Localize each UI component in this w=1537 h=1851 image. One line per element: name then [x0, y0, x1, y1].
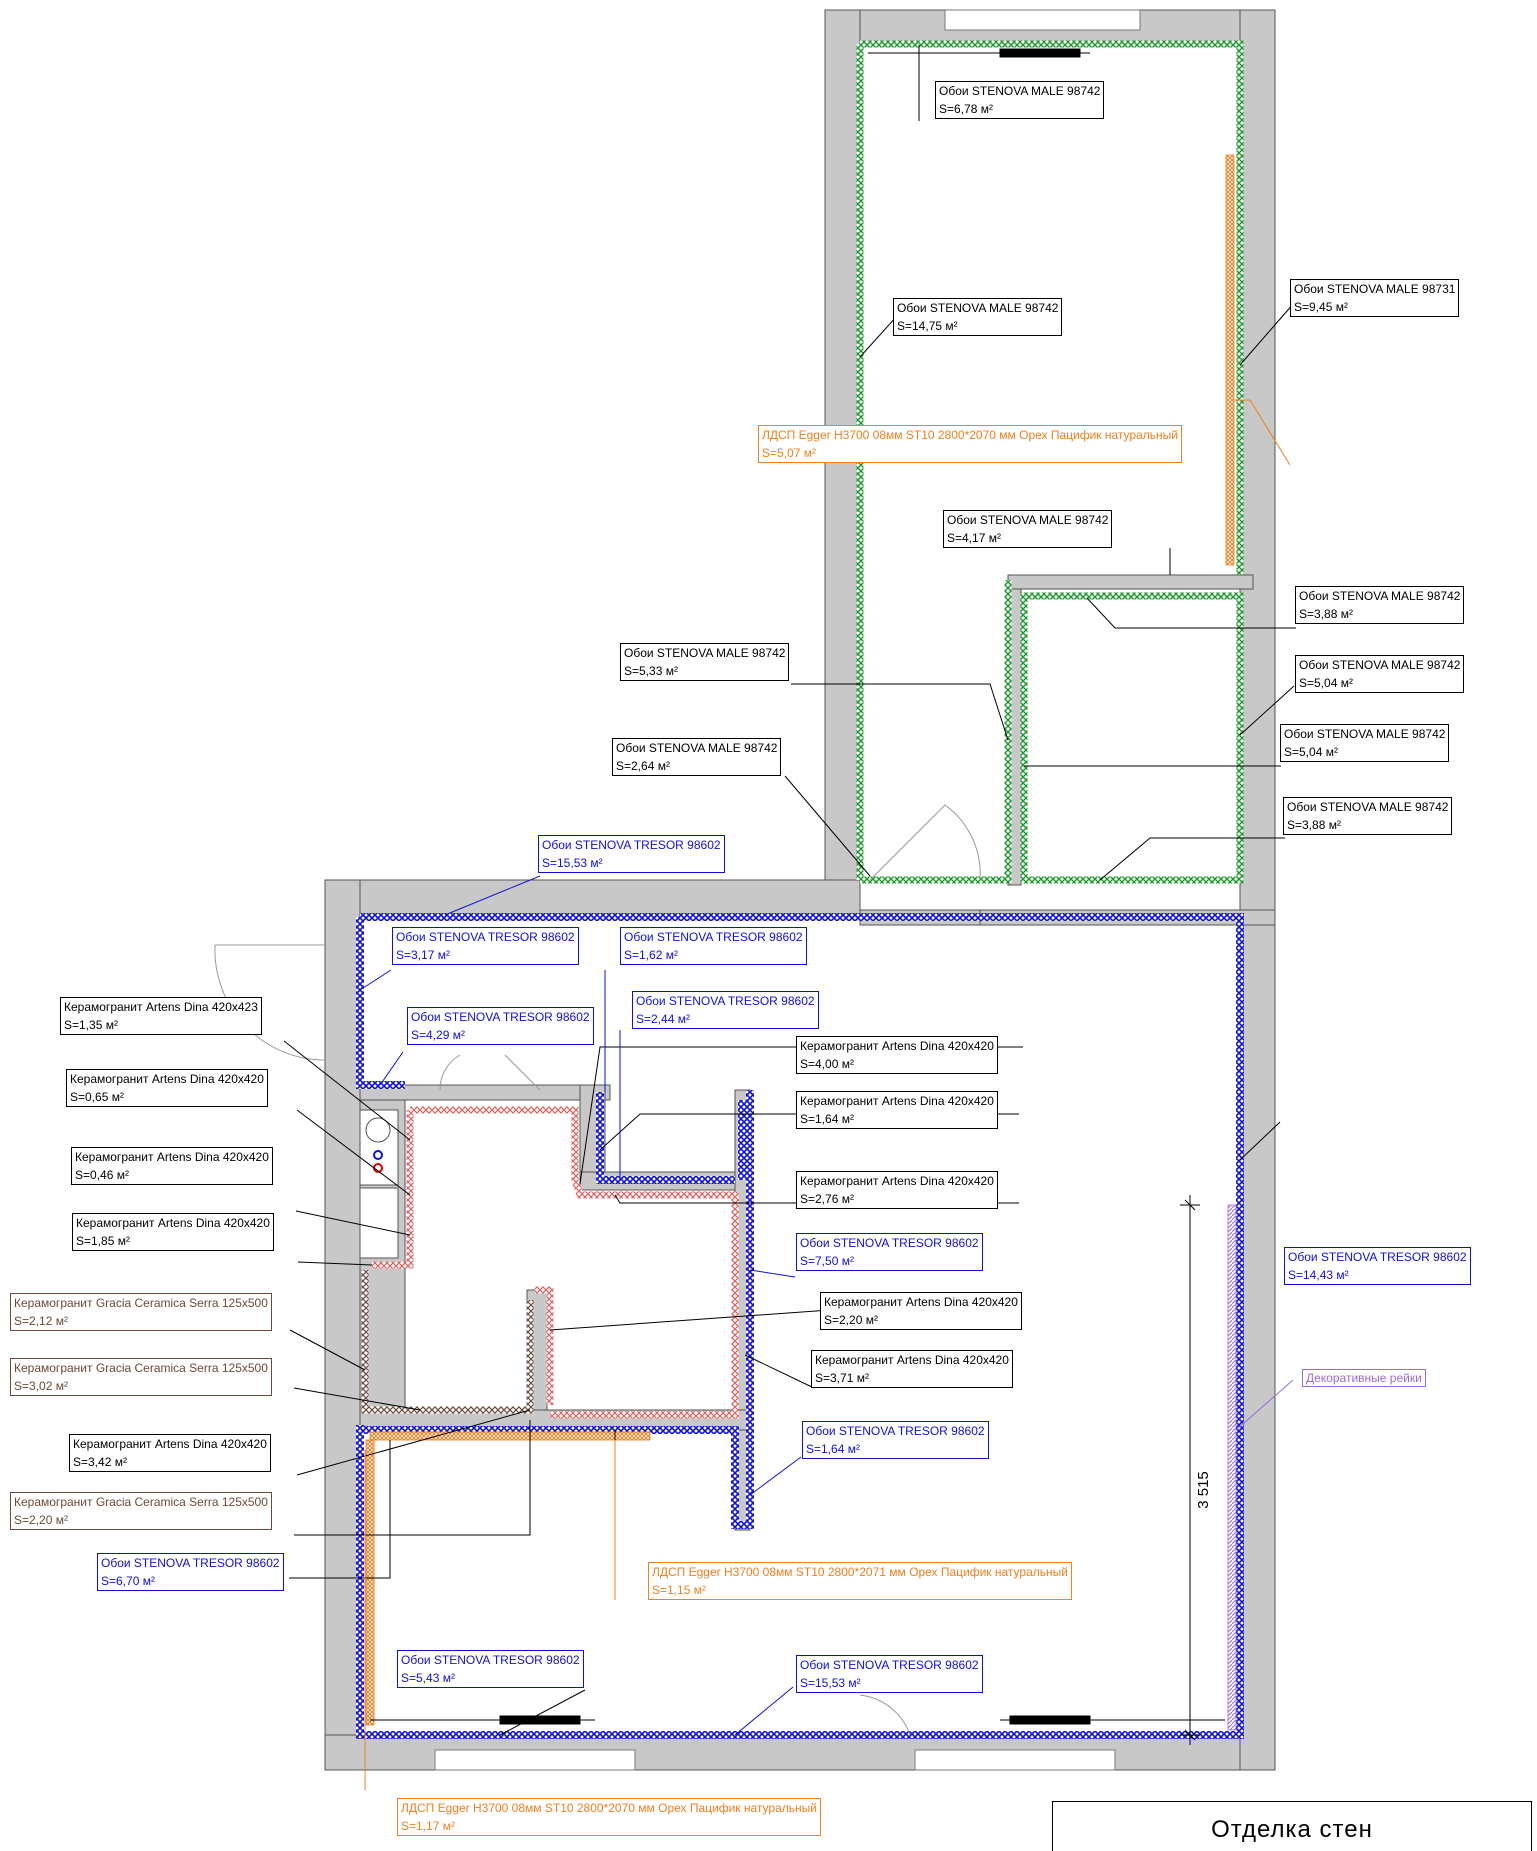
blue-finish: [356, 913, 1244, 1739]
label: ЛДСП Egger H3700 08мм ST10 2800*2071 мм …: [648, 1562, 1072, 1600]
gracia-finish: [361, 1270, 534, 1414]
decor-rails-label: Декоративные рейки: [1302, 1369, 1426, 1387]
walls: [324, 9, 1276, 1771]
dimension-value: 3 515: [1195, 1471, 1212, 1509]
dimension-line: [1180, 1195, 1200, 1745]
decor-finish: [1227, 1204, 1237, 1731]
leader-lines-blue: [359, 875, 802, 1736]
label: Керамогранит Gracia Ceramica Serra 125x5…: [10, 1358, 272, 1396]
ldsp-finish: [365, 154, 1235, 1726]
label: ЛДСП Egger H3700 08мм ST10 2800*2070 мм …: [397, 1798, 821, 1836]
windows: [434, 9, 1141, 1771]
label: Керамогранит Gracia Ceramica Serra 125x5…: [10, 1492, 272, 1530]
title-block: Отделка стен: [1052, 1801, 1532, 1851]
label: ЛДСП Egger H3700 08мм ST10 2800*2070 мм …: [758, 425, 1182, 463]
radiators: [370, 48, 1225, 1725]
leader-lines-violet: [1235, 1379, 1294, 1431]
sanitary: [359, 1109, 399, 1259]
leader-lines-orange: [364, 399, 1291, 1790]
tile-finish: [372, 1106, 739, 1419]
sheet-title: Отделка стен: [1211, 1816, 1373, 1843]
label: Керамогранит Gracia Ceramica Serra 125x5…: [10, 1293, 272, 1331]
